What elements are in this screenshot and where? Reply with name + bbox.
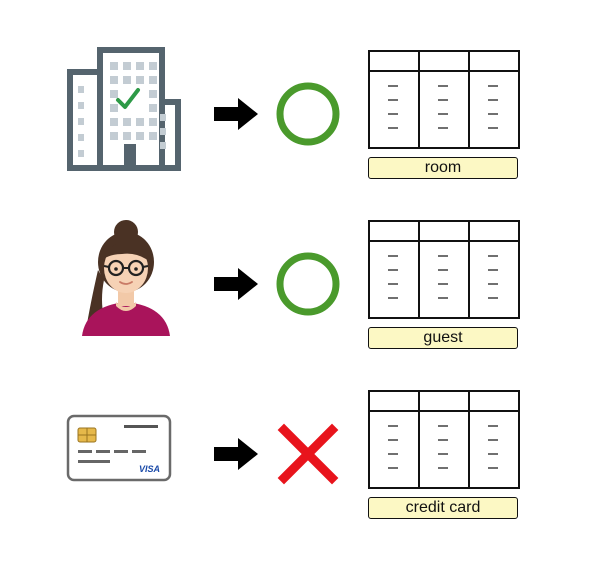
- right-arrow-icon: [214, 438, 258, 470]
- circle-ok-icon: [276, 82, 340, 146]
- woman-with-glasses-icon: [60, 210, 190, 350]
- table-icon: [368, 390, 520, 489]
- table-label-room: room: [368, 157, 518, 179]
- diagram-row-guest: guest: [0, 210, 600, 380]
- credit-card-icon: VISA: [60, 380, 190, 520]
- cross-ng-icon: [277, 423, 339, 485]
- right-arrow-icon: [214, 268, 258, 300]
- right-arrow-icon: [214, 98, 258, 130]
- diagram-row-room: room: [0, 40, 600, 210]
- table-icon: [368, 50, 520, 149]
- table-label-credit-card: credit card: [368, 497, 518, 519]
- office-building-icon: [60, 40, 190, 180]
- card-brand-text: VISA: [139, 464, 160, 474]
- circle-ok-icon: [276, 252, 340, 316]
- table-icon: [368, 220, 520, 319]
- table-label-guest: guest: [368, 327, 518, 349]
- diagram-row-credit-card: VISA credit card: [0, 380, 600, 550]
